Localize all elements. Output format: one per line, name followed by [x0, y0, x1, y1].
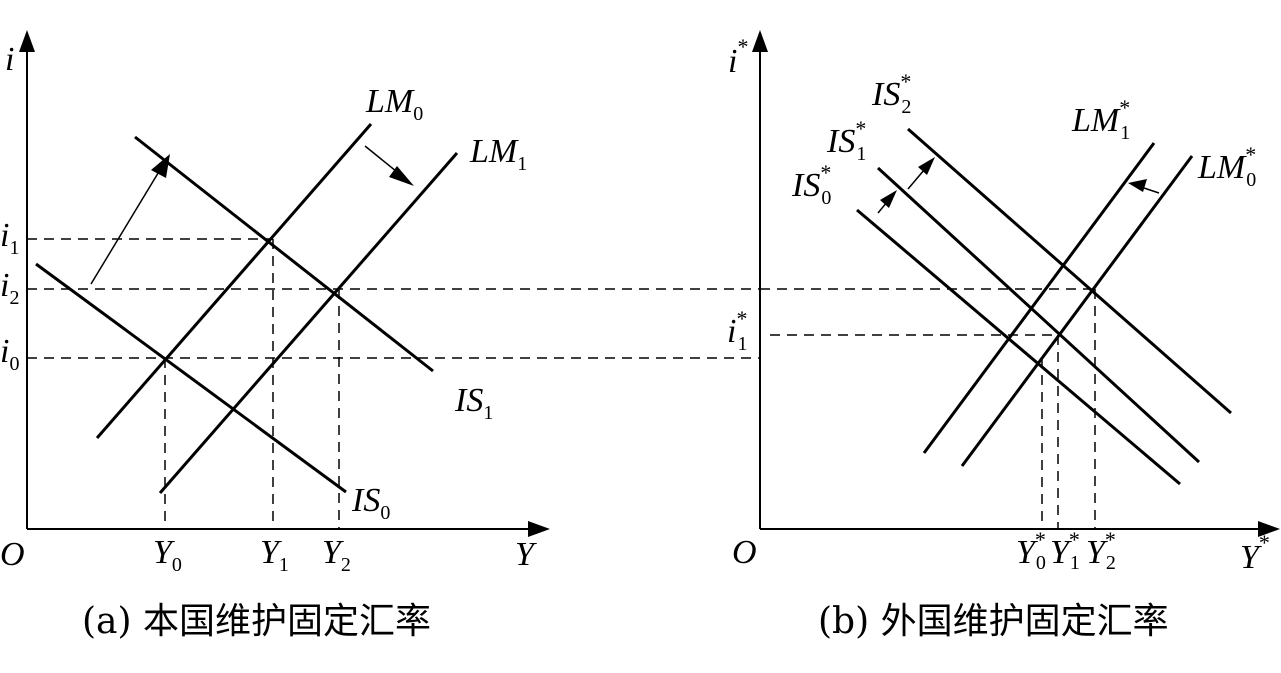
panel-a-lm-shift-arrowhead	[389, 166, 414, 186]
panel-b-lm-shift-arrowhead	[1128, 179, 1147, 192]
panel-b-lm0-curve	[960, 155, 1194, 467]
panel-a-caption: (a) 本国维护固定汇率	[82, 601, 431, 642]
panel-b-lm1-label: LM*1	[1071, 95, 1130, 144]
panel-a-y-arrowhead	[19, 30, 35, 52]
panel-a-x-axis-label: Y	[515, 536, 537, 573]
panel-b-caption: (b) 外国维护固定汇率	[818, 601, 1169, 642]
panel-a-is1-curve	[134, 135, 434, 373]
panel-b-y0-label: Y*0	[1016, 527, 1046, 574]
panel-b-origin-label: O	[732, 534, 757, 571]
panel-b-x-axis-label: Y*	[1240, 530, 1270, 576]
panel-a-x-arrowhead	[528, 521, 550, 537]
panel-a-y2-label: Y2	[322, 534, 351, 576]
panel-a-i2-label: i2	[0, 267, 19, 309]
panel-b-lm1-curve	[922, 142, 1156, 454]
panel-b-is-shift-arrowhead-1	[918, 157, 935, 175]
panel-a-lm0-curve	[95, 123, 373, 439]
panel-b-is1-curve	[876, 166, 1201, 464]
panel-a-is-shift-arrowhead	[151, 154, 170, 178]
panel-a-is1-label: IS1	[454, 382, 493, 424]
panel-b-i1-label: i*1	[727, 306, 747, 355]
panel-a-is0-curve	[35, 262, 347, 494]
panel-a-y1-label: Y1	[260, 534, 289, 576]
panel-a-is-shift-arrow	[90, 159, 167, 285]
panel-b: i* Y* O IS*2 IS*1 IS*0 LM*1 LM*0 i*1 Y*0…	[727, 30, 1280, 642]
panel-b-is-shift-arrowhead-0	[880, 190, 897, 208]
panel-a-lm1-label: LM1	[469, 133, 527, 175]
panel-b-is2-label: IS*2	[871, 69, 911, 118]
panel-b-is2-curve	[907, 127, 1232, 415]
panel-b-y1-label: Y*1	[1050, 527, 1080, 574]
panel-a-is0-label: IS0	[351, 482, 390, 524]
panel-a: i Y O LM0 LM1 IS1 IS0 i1 i2 i0 Y0 Y1 Y2	[0, 30, 760, 642]
panel-a-origin-label: O	[0, 536, 25, 573]
panel-a-lm0-label: LM0	[365, 83, 423, 125]
panel-b-x-arrowhead	[1258, 521, 1280, 537]
panel-b-is0-label: IS*0	[791, 160, 831, 209]
panel-a-y0-label: Y0	[153, 534, 182, 576]
panel-b-lm0-label: LM*0	[1197, 142, 1256, 191]
panel-b-y2-label: Y*2	[1086, 527, 1116, 574]
panel-b-is0-curve	[856, 208, 1181, 486]
panel-b-is1-label: IS*1	[826, 116, 866, 165]
panel-a-i0-label: i0	[0, 333, 19, 375]
panel-a-y-axis-label: i	[5, 41, 14, 78]
panel-b-y-arrowhead	[752, 30, 768, 52]
panel-a-i1-label: i1	[0, 217, 19, 259]
panel-b-y-axis-label: i*	[728, 34, 748, 80]
panel-a-lm1-curve	[158, 152, 459, 494]
